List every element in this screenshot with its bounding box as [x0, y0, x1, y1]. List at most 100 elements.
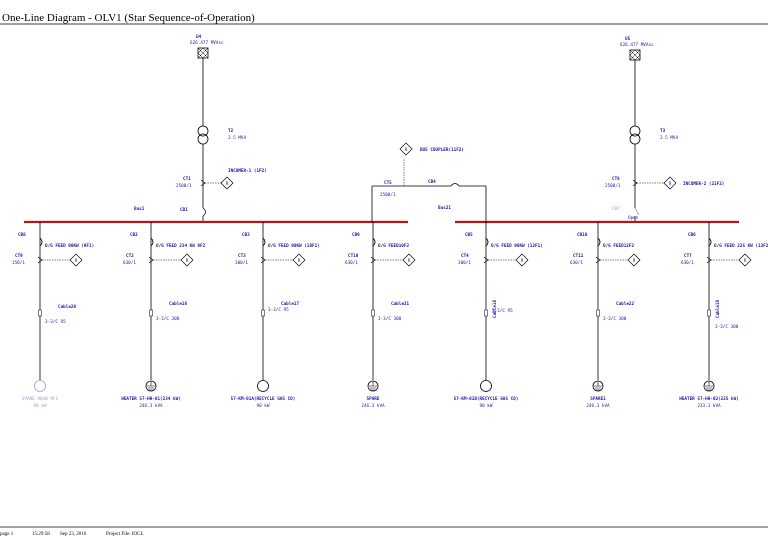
bus-coupler[interactable]: CT5 2500/1 CB4 R BUS COUPLER(11F2) — [371, 142, 487, 222]
ct-ct8[interactable]: CT8 2500/1 — [605, 176, 638, 189]
relay-incomer-1-label: INCOMER-1 (1F2) — [228, 168, 267, 174]
ct-ct1[interactable]: CT1 2500/1 — [176, 176, 206, 189]
footer-time: 15:29:58 — [32, 532, 50, 537]
relay-label: O/G FEED 90KW (9F1) — [45, 243, 94, 249]
motor-icon — [480, 380, 492, 392]
breaker-label: CB10 — [577, 232, 588, 238]
breaker-cb7[interactable]: CB7 Open — [612, 206, 640, 221]
ct-ratio: 630/1 — [123, 260, 136, 266]
svg-text:2500/1: 2500/1 — [605, 183, 621, 189]
load-name: HEATER 57-HH-02(225 kW) — [679, 396, 739, 402]
relay-icon[interactable] — [220, 176, 234, 190]
relay-icon[interactable] — [292, 253, 306, 267]
motor-icon — [257, 380, 269, 392]
relay-icon[interactable] — [738, 253, 752, 267]
relay-icon[interactable] — [663, 176, 677, 190]
relay-incomer-2-label: INCOMER-2 (21F2) — [683, 181, 724, 187]
ct-ratio: 630/1 — [681, 260, 694, 266]
relay-label: O/G FEED 90KW (10F1) — [268, 243, 320, 249]
load-rating: 246.3 kVA — [586, 403, 610, 409]
breaker-status: Open — [628, 215, 639, 221]
svg-text:CB1: CB1 — [180, 207, 188, 213]
cable-size: 3-3/C 95 — [492, 308, 513, 314]
relay-label: O/G FEED 90KW (12F1) — [491, 243, 543, 249]
relay-icon[interactable] — [627, 253, 641, 267]
ct-label: CT10 — [348, 253, 359, 259]
breaker-icon — [597, 237, 601, 247]
svg-text:626.477 MVAsc: 626.477 MVAsc — [190, 40, 224, 46]
utility-u5[interactable]: U5 626.477 MVAsc — [620, 36, 654, 61]
cable-size: 3-3/C 300 — [156, 316, 180, 322]
cable-size: 3-3/C 300 — [603, 316, 627, 322]
relay-glyph: R — [408, 258, 411, 264]
load-rating: 90 kW — [34, 403, 47, 409]
footer-page: page 1 — [0, 532, 14, 537]
breaker-icon — [262, 237, 266, 247]
svg-text:CB4: CB4 — [428, 179, 436, 185]
load-name: 57-KM-01B(RECYCLE GAS CO) — [454, 396, 519, 402]
relay-label: O/G FEED 234 KW 9F2 — [156, 243, 206, 249]
relay-icon[interactable] — [515, 253, 529, 267]
breaker-icon — [485, 237, 489, 247]
relay-glyph: R — [521, 258, 524, 264]
utility-u4[interactable]: U4 626.477 MVAsc — [190, 34, 224, 59]
diagram-title: One-Line Diagram - OLV1 (Star Sequence-o… — [2, 12, 255, 24]
cable-size: 3-3/C 300 — [378, 316, 402, 322]
svg-text:R: R — [226, 181, 229, 187]
ct-label: CT2 — [126, 253, 134, 259]
svg-text:U5: U5 — [625, 36, 631, 42]
relay-glyph: R — [186, 258, 189, 264]
relay-icon[interactable] — [180, 253, 194, 267]
relay-glyph: R — [744, 258, 747, 264]
relay-label: O/G FEED10F2 — [378, 243, 409, 249]
relay-glyph: R — [298, 258, 301, 264]
cable-icon — [596, 309, 600, 317]
cable-icon — [261, 309, 265, 317]
relay-icon[interactable] — [69, 253, 83, 267]
cable-label: Cable19 — [715, 299, 721, 318]
ct-label: CT7 — [684, 253, 692, 259]
breaker-icon — [150, 237, 154, 247]
svg-text:U4: U4 — [196, 34, 202, 40]
svg-text:CT1: CT1 — [183, 176, 191, 182]
ct-label: CT11 — [573, 253, 584, 259]
cable-size: 3-3/C 95 — [45, 319, 66, 325]
relay-icon[interactable] — [402, 253, 416, 267]
load-rating: 233.1 kVA — [697, 403, 721, 409]
breaker-label: CB9 — [352, 232, 360, 238]
cable-label: Cable21 — [391, 301, 410, 307]
cable-size: 3-3/C 95 — [268, 307, 289, 313]
breaker-cb1[interactable]: CB1 — [180, 207, 206, 217]
ct-label: CT3 — [238, 253, 246, 259]
breaker-label: CB6 — [688, 232, 696, 238]
breaker-label: CB5 — [465, 232, 473, 238]
ct-ratio: 300/1 — [235, 260, 248, 266]
load-rating: 246.3 kVA — [361, 403, 385, 409]
svg-text:T2: T2 — [228, 128, 234, 134]
transformer-t2[interactable]: T2 2.5 MVA — [197, 125, 247, 145]
cable-icon — [149, 309, 153, 317]
cable-label: Cable17 — [281, 301, 300, 307]
svg-text:R: R — [405, 147, 408, 153]
svg-text:R: R — [669, 181, 672, 187]
load-rating: 90 kW — [257, 403, 270, 409]
footer-project: Project File: IOCL — [106, 532, 144, 537]
bus1-label: Bus1 — [134, 206, 145, 212]
bus21-label: Bus21 — [438, 205, 451, 211]
relay-glyph: R — [75, 258, 78, 264]
cable-label: Cable22 — [616, 301, 635, 307]
svg-text:2.5 MVA: 2.5 MVA — [660, 135, 679, 141]
open-breaker-icon — [634, 207, 640, 216]
svg-text:CT8: CT8 — [612, 176, 620, 182]
relay-label: O/G FEED 225 KW (13F2) — [714, 243, 768, 249]
transformer-t3[interactable]: T3 2.5 MVA — [629, 125, 679, 145]
